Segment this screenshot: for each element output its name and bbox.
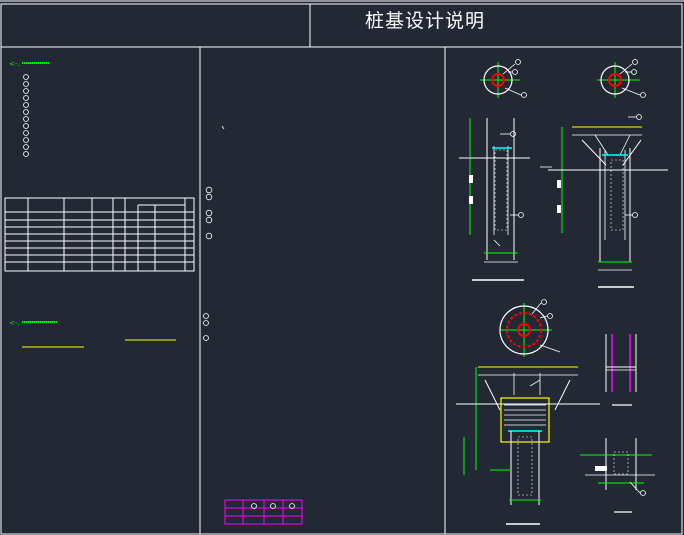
notes-section-1: <-. xyxy=(9,60,50,157)
pile-joint-detail-2 xyxy=(580,438,655,513)
legend-table xyxy=(224,499,303,525)
pile-plan-3 xyxy=(499,299,561,357)
pile-section-3 xyxy=(456,366,600,525)
pile-schedule-table xyxy=(4,197,195,272)
pile-plan-2 xyxy=(597,59,646,98)
notes-section-2: <-. xyxy=(9,319,176,348)
pile-section-2 xyxy=(540,114,668,288)
pile-section-1 xyxy=(459,118,530,281)
svg-text:<-.: <-. xyxy=(9,60,20,68)
middle-notes-markers xyxy=(203,125,225,341)
pile-joint-detail-1 xyxy=(605,334,637,406)
svg-text:<-.: <-. xyxy=(9,319,20,327)
pile-plan-1 xyxy=(480,59,527,98)
sheet-title: 桩基设计说明 xyxy=(364,10,485,32)
